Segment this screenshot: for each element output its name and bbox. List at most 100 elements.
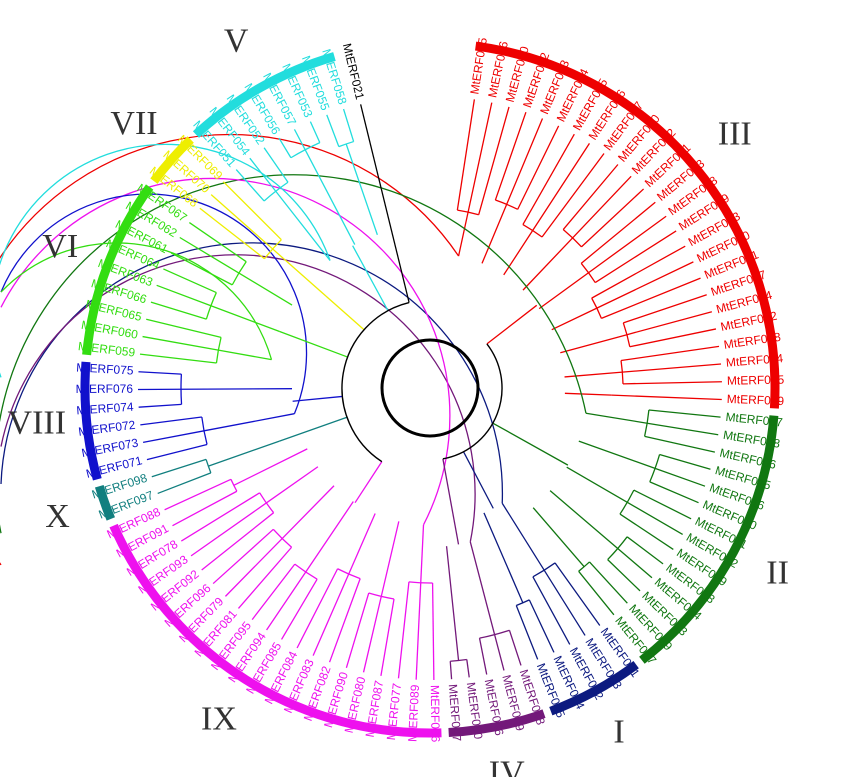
subclade-arc [532, 562, 556, 578]
leaf-branch [594, 230, 677, 284]
leaf-branch [157, 472, 212, 495]
clade-arc [0, 174, 587, 534]
subclade-branch [210, 305, 280, 332]
leaf-branch [508, 630, 522, 666]
subclade-branch [208, 440, 280, 467]
leaf-branch [601, 277, 701, 319]
leaf-branch [342, 108, 355, 142]
backbone-branch [442, 458, 460, 545]
leaf-branch [278, 137, 292, 159]
leaf-branch [506, 118, 544, 205]
subclade-arc [516, 599, 530, 607]
leaf-branch [164, 478, 232, 511]
leaf-branch [494, 111, 527, 201]
leaf-branch [633, 489, 692, 520]
leaf-branch [179, 236, 240, 274]
subclade-arc [337, 568, 361, 580]
leaf-label: MtERF045 [727, 373, 785, 388]
leaf-branch [517, 125, 560, 210]
leaf-branch [596, 261, 694, 309]
subclade-branch [304, 149, 356, 245]
backbone-branch [486, 304, 538, 345]
leaf-branch [138, 403, 182, 408]
subclade-branch [275, 190, 331, 261]
leaf-branch [532, 576, 571, 645]
leaf-branch [212, 528, 274, 585]
leaf-branch [251, 563, 296, 621]
subclade-branch [564, 392, 612, 396]
leaf-branch [415, 582, 422, 680]
leaf-branch [222, 181, 282, 241]
leaf-label: MtERF077 [384, 682, 404, 741]
backbone-branch [352, 245, 389, 311]
backbone-branch [462, 451, 494, 509]
clade-arc [0, 133, 460, 566]
center-circle [380, 338, 480, 438]
group-arc-V [192, 52, 336, 138]
leaf-branch [622, 363, 722, 373]
leaf-branch [607, 559, 641, 592]
leaf-branch [328, 578, 361, 663]
subclade-branch [345, 143, 378, 235]
subclade-branch [551, 307, 598, 331]
leaf-branch [280, 578, 318, 640]
leaf-branch [362, 596, 382, 673]
group-arc-X [94, 484, 115, 521]
leaf-branch [309, 121, 321, 143]
subclade-arc [290, 142, 321, 159]
group-arc-I [549, 661, 639, 716]
leaf-branch [199, 207, 265, 260]
subclade-branch [180, 388, 293, 390]
subclade-branch [348, 513, 376, 575]
leaf-branch [172, 490, 238, 527]
group-arc-VI [82, 184, 154, 356]
subclade-branch [566, 466, 628, 503]
leaf-branch [588, 215, 667, 274]
leaf-branch [138, 371, 182, 375]
subclade-branch [538, 272, 589, 310]
leaf-branch [170, 252, 233, 286]
subclade-branch [238, 272, 293, 306]
leaf-branch [629, 328, 717, 348]
subclade-branch [445, 546, 460, 661]
leaf-label: MtERF074 [76, 400, 134, 418]
leaf-branch [619, 513, 674, 550]
backbone-arc [442, 343, 503, 460]
leaf-label: MtERF075 [76, 360, 134, 377]
leaf-label: MtERF076 [76, 382, 134, 396]
subclade-arc [578, 561, 590, 572]
subclade-branch [305, 501, 354, 573]
leaf-branch [649, 481, 699, 504]
leaf-branch [648, 409, 721, 418]
leaf-branch [201, 512, 275, 571]
subclade-branch [564, 371, 623, 378]
leaf-branch [150, 301, 207, 320]
subclade-arc [408, 581, 433, 584]
leaf-branch [466, 659, 470, 678]
clade-arc [0, 193, 308, 414]
leaf-branch [644, 435, 716, 453]
backbone-arc [341, 301, 410, 463]
group-arc-II [639, 415, 779, 664]
leaf-branch [380, 598, 395, 676]
group-arcs [80, 41, 780, 738]
subclade-branch [380, 521, 400, 597]
group-label-X: X [45, 498, 70, 535]
leaf-branch [360, 104, 382, 190]
group-arc-IX [109, 523, 442, 738]
leaf-branch [515, 605, 539, 660]
subclade-arc [263, 181, 289, 202]
group-label-IX: IX [201, 701, 237, 738]
subclade-branch [272, 248, 327, 297]
leaf-branch [210, 194, 274, 250]
leaf-branch [146, 443, 208, 461]
clade-arc [0, 242, 273, 360]
leaf-branch [146, 318, 222, 338]
leaf-label: MtERF059 [77, 339, 136, 360]
leaf-branch [589, 561, 628, 604]
tree-branches [0, 99, 722, 680]
leaf-branch [296, 568, 339, 649]
leaf-branch [528, 599, 555, 653]
